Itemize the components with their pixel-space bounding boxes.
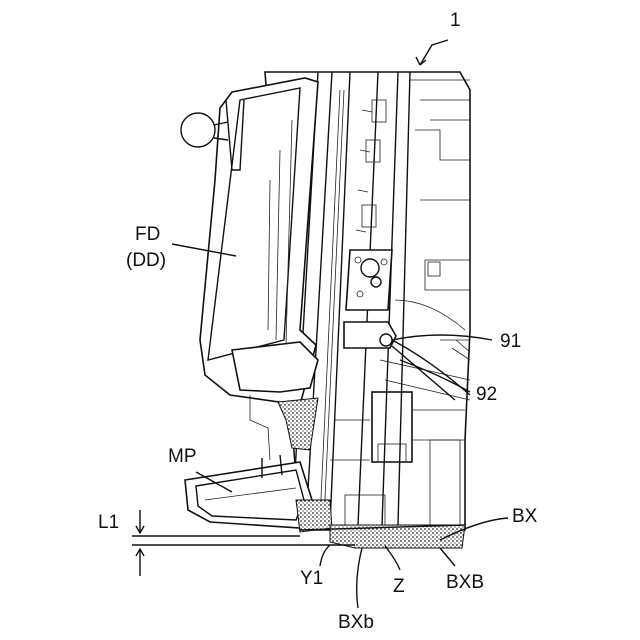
label-fd: FD [135,224,160,245]
label-z: Z [393,576,405,597]
label-ref-91: 91 [500,331,521,352]
member-plate [185,455,312,528]
label-ref-92: 92 [476,384,497,405]
label-ref-1: 1 [450,10,461,31]
label-bxb-lower: BXb [338,612,374,633]
label-l1: L1 [98,512,119,533]
front-door [181,78,318,460]
label-y1: Y1 [300,568,323,589]
label-bx: BX [512,506,538,527]
label-dd: (DD) [126,250,166,271]
label-mp: MP [168,446,197,467]
label-bxb-upper: BXB [446,572,484,593]
